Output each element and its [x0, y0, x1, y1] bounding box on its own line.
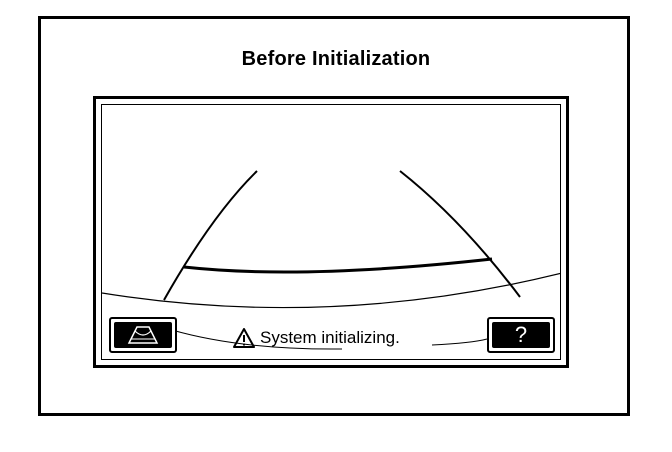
- guide-lines: [102, 170, 560, 350]
- page-title: Before Initialization: [241, 48, 431, 70]
- distance-guide-line: [183, 257, 493, 274]
- bumper-edge-line: [102, 272, 560, 309]
- left-guide-line: [163, 170, 258, 301]
- bumper-lower-edge-line-right: [431, 338, 488, 346]
- warning-triangle-icon: [233, 328, 255, 348]
- bumper-lower-edge-line: [171, 329, 343, 350]
- camera-view-button[interactable]: [109, 317, 177, 353]
- help-icon: ?: [492, 322, 550, 348]
- camera-view-icon: [127, 326, 159, 344]
- camera-display: System initializing. ?: [101, 104, 561, 360]
- display-bezel: [93, 96, 569, 368]
- status-text: System initializing.: [260, 328, 400, 347]
- right-guide-line: [399, 170, 521, 298]
- status-message: System initializing.: [232, 327, 400, 349]
- help-button[interactable]: ?: [487, 317, 555, 353]
- outer-frame: [38, 16, 630, 416]
